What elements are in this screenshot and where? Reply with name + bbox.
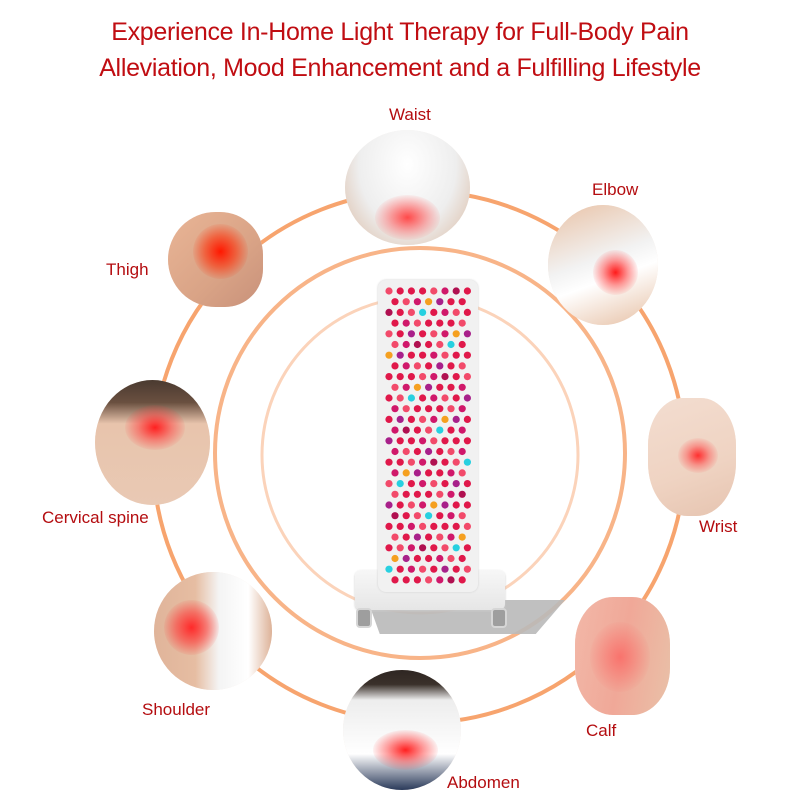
label-calf: Calf bbox=[586, 721, 617, 740]
therapy-panel bbox=[378, 280, 478, 592]
label-elbow: Elbow bbox=[592, 180, 639, 199]
headline-line-2: Alleviation, Mood Enhancement and a Fulf… bbox=[99, 54, 701, 82]
label-waist: Waist bbox=[389, 105, 431, 124]
label-cervical-spine: Cervical spine bbox=[42, 508, 149, 527]
wheel-right bbox=[491, 608, 507, 628]
waist-photo bbox=[345, 130, 470, 245]
elbow-photo bbox=[548, 205, 658, 325]
shoulder-photo bbox=[154, 572, 272, 690]
middle-ring bbox=[213, 246, 627, 660]
label-abdomen: Abdomen bbox=[447, 773, 520, 792]
headline: Experience In-Home Light Therapy for Ful… bbox=[0, 14, 800, 86]
wrist-photo bbox=[648, 398, 736, 516]
wheel-left bbox=[356, 608, 372, 628]
label-wrist: Wrist bbox=[699, 517, 738, 536]
calf-photo bbox=[575, 597, 670, 715]
thigh-photo bbox=[168, 212, 263, 307]
label-shoulder: Shoulder bbox=[142, 700, 211, 719]
label-thigh: Thigh bbox=[106, 260, 149, 279]
abdomen-photo bbox=[343, 670, 461, 790]
headline-line-1: Experience In-Home Light Therapy for Ful… bbox=[111, 18, 689, 46]
neck-photo bbox=[95, 380, 210, 505]
led-grid bbox=[385, 287, 471, 584]
